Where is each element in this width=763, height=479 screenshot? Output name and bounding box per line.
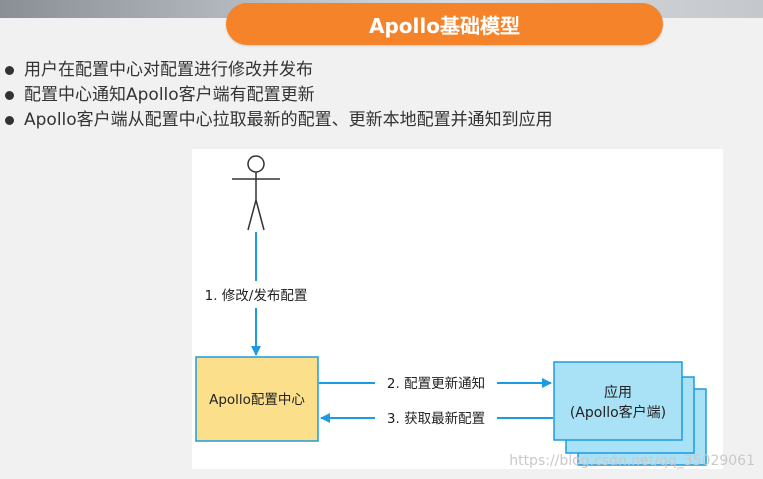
bullet-dot-icon (5, 91, 14, 100)
publish-edge-label: 1. 修改/发布配置 (205, 288, 308, 304)
watermark: https://blog.csdn.net/qq_35029061 (509, 453, 755, 469)
notify-edge-label: 2. 配置更新通知 (387, 375, 485, 392)
slide-title: Apollo基础模型 (226, 3, 663, 45)
app-box (553, 361, 683, 441)
fetch-edge-label: 3. 获取最新配置 (387, 411, 485, 427)
bullet-dot-icon (5, 66, 14, 75)
bullet-dot-icon (5, 116, 14, 125)
app-label-line2: (Apollo客户端) (570, 404, 666, 421)
app-label-line1: 应用 (604, 384, 632, 401)
bullet-text: 配置中心通知Apollo客户端有配置更新 (24, 85, 315, 105)
bullet-text: Apollo客户端从配置中心拉取最新的配置、更新本地配置并通知到应用 (24, 110, 553, 130)
bullet-text: 用户在配置中心对配置进行修改并发布 (24, 60, 313, 80)
config-center-label: Apollo配置中心 (209, 392, 305, 408)
user-actor-icon (232, 155, 280, 231)
config-center-box (195, 356, 319, 442)
